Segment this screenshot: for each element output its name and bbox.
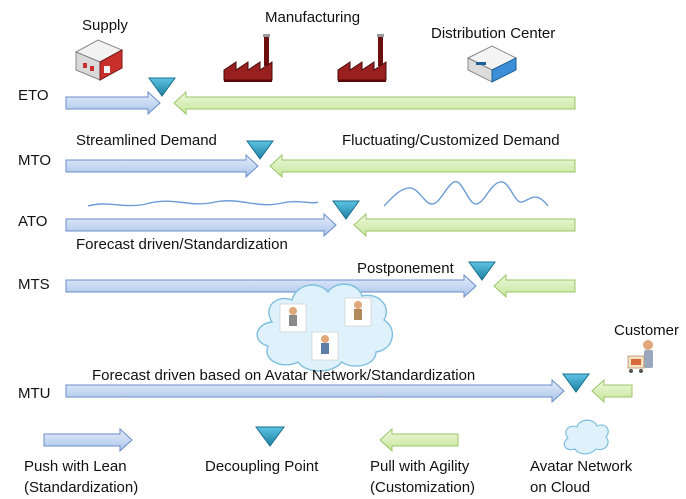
supply-building-icon — [74, 39, 124, 81]
supply-label: Supply — [82, 17, 128, 34]
push-arrow — [65, 378, 565, 404]
legend-push-arrow-icon — [43, 427, 133, 453]
row-label-mto: MTO — [18, 152, 52, 169]
forecast-driven-label: Forecast driven/Standardization — [76, 236, 288, 253]
push-arrow — [65, 273, 477, 299]
legend-push-label: Push with Lean — [24, 458, 127, 475]
legend-avatar-sublabel: on Cloud — [530, 479, 591, 496]
legend-avatar-label: Avatar Network — [530, 458, 633, 475]
row-label-mts: MTS — [18, 276, 50, 293]
postponement-label: Postponement — [357, 260, 454, 277]
pull-arrow — [173, 90, 576, 116]
avatar-cloud-icon — [256, 283, 394, 372]
pull-arrow — [269, 153, 576, 179]
legend-pull-label: Pull with Agility — [370, 458, 470, 475]
streamlined-demand-label: Streamlined Demand — [76, 132, 217, 149]
legend-push-sublabel: (Standardization) — [24, 479, 139, 496]
pull-arrow — [353, 212, 576, 238]
push-arrow — [65, 153, 259, 179]
fluctuating-demand-wave — [383, 181, 549, 207]
manufacturing-label: Manufacturing — [265, 9, 361, 26]
customer-label: Customer — [614, 322, 680, 339]
pull-arrow — [591, 378, 633, 404]
legend-avatar-cloud-icon — [563, 419, 609, 455]
factory-icon — [337, 34, 387, 82]
legend-decoupling-label: Decoupling Point — [205, 458, 319, 475]
row-label-ato: ATO — [18, 213, 48, 230]
warehouse-icon — [466, 45, 518, 83]
legend-pull-arrow-icon — [379, 427, 459, 453]
customer-cart-icon — [627, 340, 653, 373]
decoupling-triangle-icon — [246, 140, 274, 160]
row-label-eto: ETO — [18, 87, 49, 104]
row-label-mtu: MTU — [18, 385, 51, 402]
push-arrow — [65, 212, 337, 238]
legend-decoupling-triangle-icon — [255, 426, 285, 447]
decoupling-triangle-icon — [468, 261, 496, 281]
avatar-forecast-label: Forecast driven based on Avatar Network/… — [92, 367, 476, 384]
pull-arrow — [493, 273, 576, 299]
streamlined-demand-wave — [87, 200, 319, 207]
decoupling-triangle-icon — [148, 77, 176, 97]
legend-pull-sublabel: (Customization) — [370, 479, 476, 496]
push-arrow — [65, 90, 161, 116]
decoupling-triangle-icon — [332, 200, 360, 220]
factory-icon — [223, 34, 273, 82]
decoupling-triangle-icon — [562, 373, 590, 393]
fluctuating-demand-label: Fluctuating/Customized Demand — [342, 132, 560, 149]
distribution-center-label: Distribution Center — [431, 25, 556, 42]
